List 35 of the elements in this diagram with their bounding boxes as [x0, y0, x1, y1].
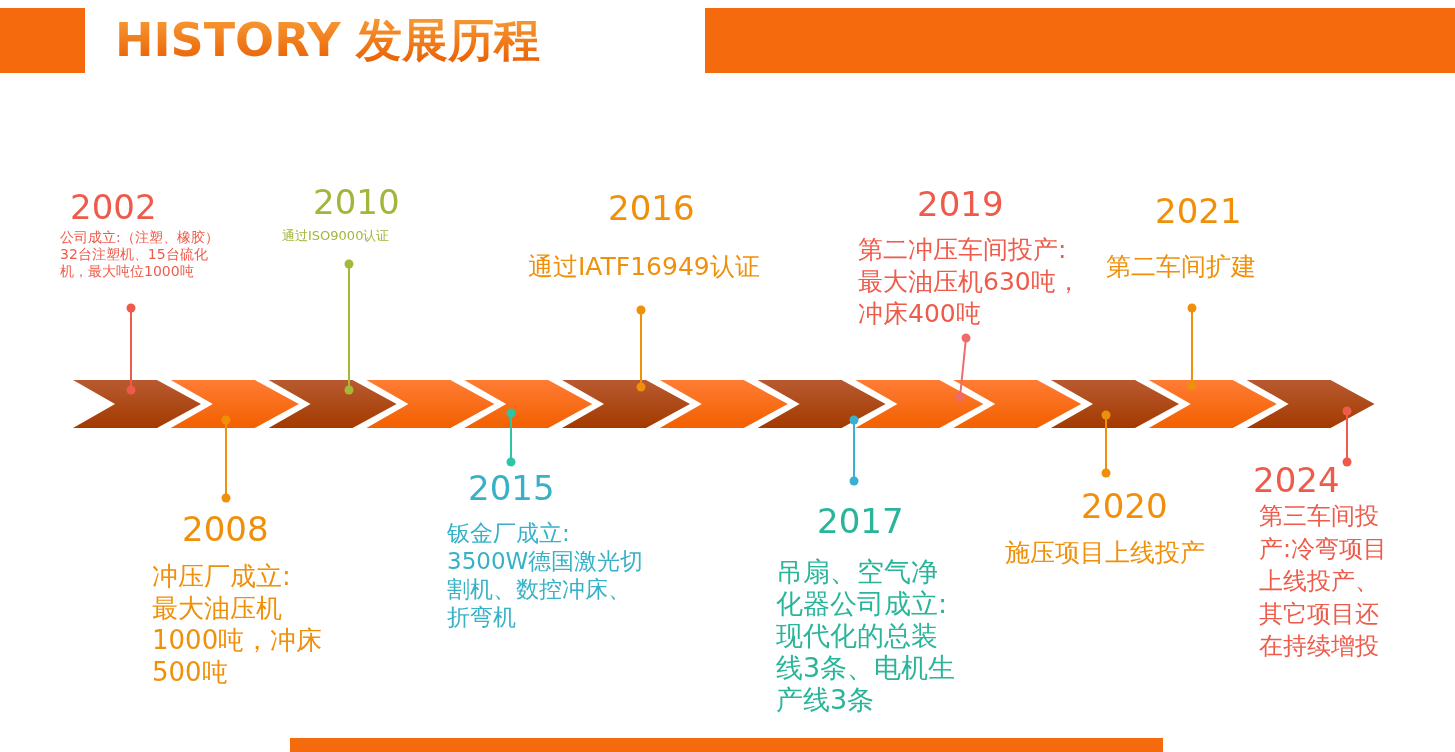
- pin-line: [955, 333, 971, 402]
- milestone-heading: 吊扇、空气净化器公司成立:: [776, 556, 949, 620]
- year-label: 2008: [182, 512, 269, 546]
- milestone-heading: 钣金厂成立:: [447, 519, 570, 547]
- pin-line: [849, 415, 859, 486]
- year-label: 2010: [313, 185, 400, 219]
- pin-line: [636, 305, 646, 392]
- year-label: 2019: [917, 187, 1004, 221]
- milestone-text: 施压项目上线投产: [1005, 538, 1205, 568]
- pin-line: [126, 303, 136, 395]
- year-label: 2024: [1253, 463, 1340, 497]
- milestone-text: 32台注塑机、15台硫化机，最大吨位1000吨: [60, 246, 209, 280]
- milestone-heading: 公司成立:（注塑、橡胶）: [60, 229, 219, 246]
- milestone-text: 最大油压机630吨，冲床400吨: [858, 266, 1082, 330]
- milestone-text: 3500W德国激光切割机、数控冲床、折弯机: [447, 547, 645, 631]
- milestone-heading: 第二冲压车间投产:: [858, 234, 1067, 266]
- pin-line: [344, 259, 354, 395]
- pin-line: [506, 408, 516, 467]
- year-label: 2020: [1081, 489, 1168, 523]
- milestone-text: 第三车间投产:冷弯项目上线投产、其它项目还在持续增投: [1259, 501, 1389, 662]
- pin-line: [221, 415, 231, 503]
- pin-line: [1342, 406, 1352, 467]
- milestone-text: 最大油压机1000吨，冲床500吨: [152, 592, 324, 688]
- milestone-heading: 冲压厂成立:: [152, 560, 291, 592]
- milestone-text: 现代化的总装线3条、电机生产线3条: [776, 620, 957, 716]
- milestone-text: 通过IATF16949认证: [528, 252, 760, 282]
- milestone-text: 通过ISO9000认证: [282, 228, 390, 244]
- year-label: 2021: [1155, 194, 1242, 228]
- milestone-text: 第二车间扩建: [1106, 252, 1256, 282]
- pin-line: [1101, 410, 1111, 478]
- pin-line: [1187, 303, 1197, 391]
- year-label: 2016: [608, 191, 695, 225]
- year-label: 2017: [817, 504, 904, 538]
- year-label: 2002: [70, 190, 157, 224]
- year-label: 2015: [468, 471, 555, 505]
